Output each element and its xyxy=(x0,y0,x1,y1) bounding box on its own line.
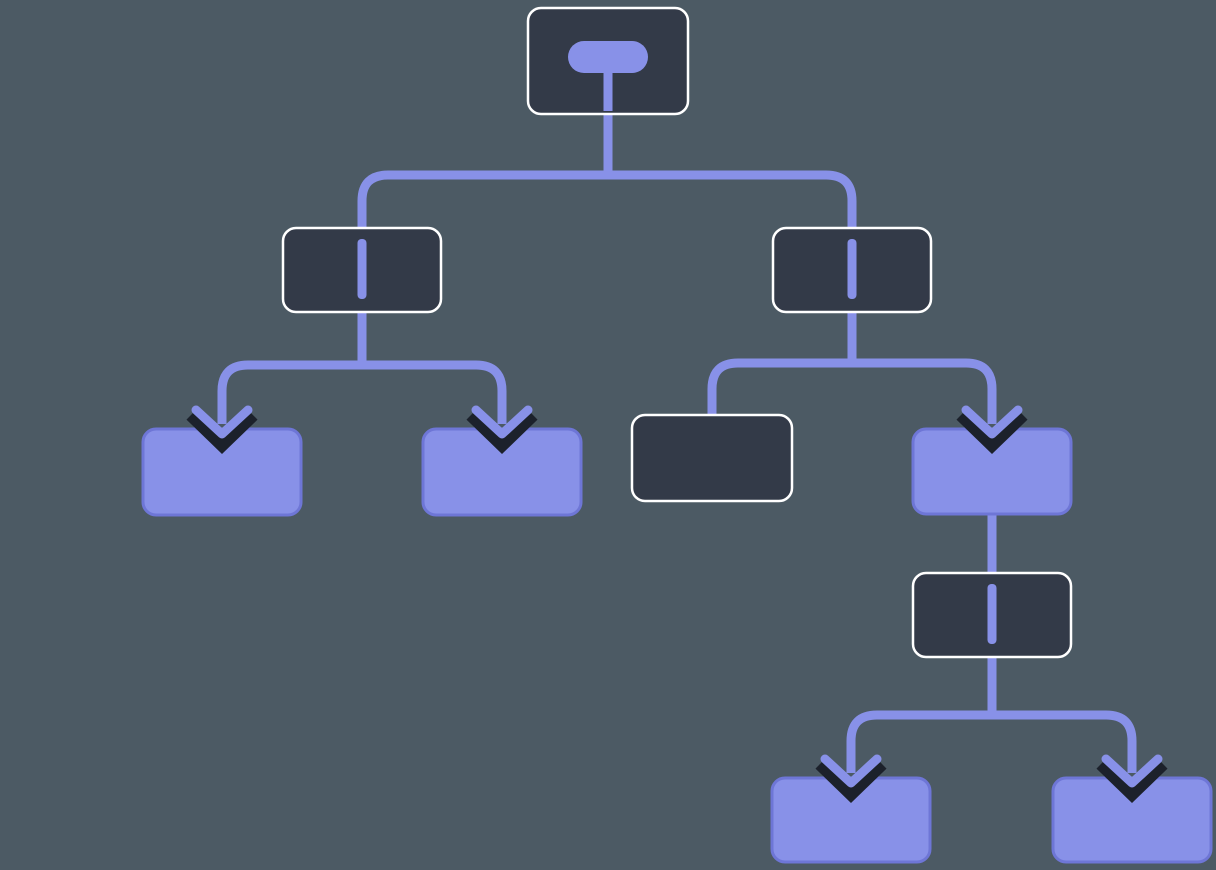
chevron-dark-layer xyxy=(956,410,1028,455)
nodes-layer xyxy=(141,6,1213,864)
vertical-line-icon xyxy=(987,584,997,644)
edge-top-rail xyxy=(357,170,857,228)
arrows-layer xyxy=(186,405,1168,804)
node-branch-bottom[interactable] xyxy=(911,571,1073,659)
chevron-dark-layer xyxy=(186,410,258,455)
root-pill-shape xyxy=(568,41,648,73)
arrow-leaf-left-1-chevron-icon xyxy=(186,405,258,455)
node-branch-right[interactable] xyxy=(771,226,933,314)
chevron-purple-layer xyxy=(191,405,253,439)
chevron-dark-layer xyxy=(815,759,887,804)
chevron-purple-layer xyxy=(961,405,1023,439)
chevron-purple-layer xyxy=(820,754,882,788)
arrow-leaf-bottom-1-chevron-icon xyxy=(815,754,887,804)
vertical-line-icon xyxy=(847,239,857,299)
node-root[interactable] xyxy=(526,6,690,116)
edge-right-rail xyxy=(707,358,997,424)
edges-layer xyxy=(217,112,1137,773)
chevron-purple-layer xyxy=(471,405,533,439)
chevron-purple-layer xyxy=(1101,754,1163,788)
edge-left-rail xyxy=(217,360,507,424)
node-body-collapsed-dark[interactable] xyxy=(630,413,794,503)
edge-bottom-rail xyxy=(846,710,1137,773)
chevron-dark-layer xyxy=(1096,759,1168,804)
root-pill-stem xyxy=(603,66,613,111)
chevron-dark-layer xyxy=(466,410,538,455)
vertical-line-icon xyxy=(357,239,367,299)
arrow-leaf-right-chevron-icon xyxy=(956,405,1028,455)
arrow-leaf-left-2-chevron-icon xyxy=(466,405,538,455)
node-branch-left[interactable] xyxy=(281,226,443,314)
root-pill-icon xyxy=(568,41,648,111)
arrow-leaf-bottom-2-chevron-icon xyxy=(1096,754,1168,804)
node-collapsed-dark[interactable] xyxy=(630,413,794,503)
